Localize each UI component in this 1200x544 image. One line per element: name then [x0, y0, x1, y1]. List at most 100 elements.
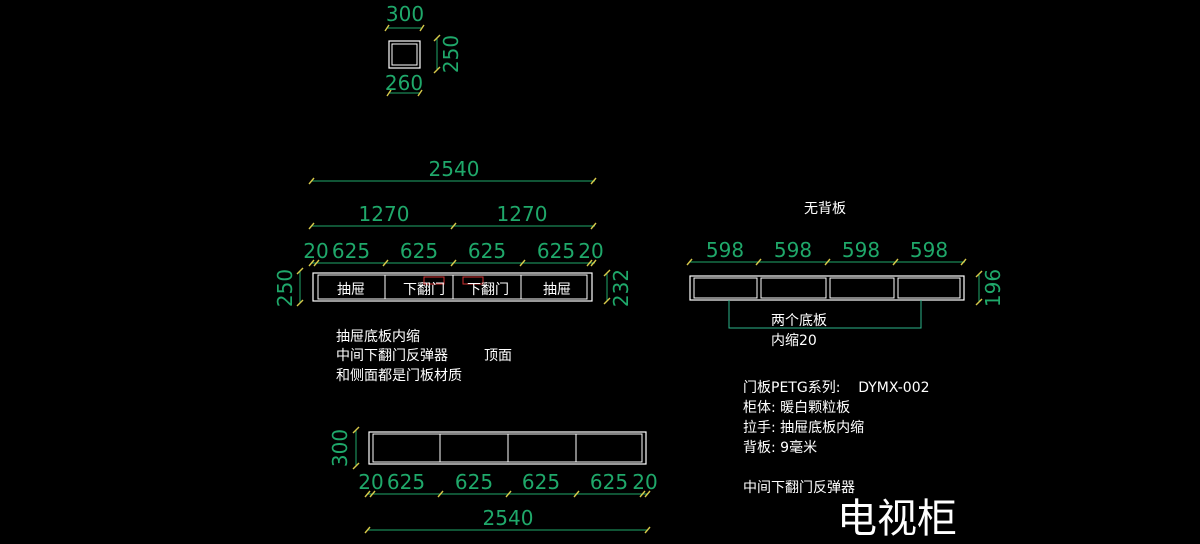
dim-tick	[639, 490, 646, 498]
notes-left-group: 抽屉底板内缩 中间下翻门反弹器 顶面 和侧面都是门板材质	[336, 329, 512, 384]
dim-tick	[433, 66, 441, 74]
front-cabinet-outline	[312, 272, 593, 302]
dim-tick	[590, 259, 597, 267]
back-cabinet-outline	[689, 275, 965, 301]
handle-mark	[462, 276, 484, 285]
dim-tick	[419, 24, 425, 32]
front-label-flap-left: 下翻门	[403, 282, 445, 298]
note-left-line2b: 顶面	[484, 348, 512, 364]
dim-tick	[437, 490, 444, 498]
spec-line3: 拉手: 抽屉底板内缩	[743, 420, 864, 436]
dim-tick	[352, 426, 360, 434]
back-compartment	[760, 277, 827, 299]
back-compartment	[829, 277, 895, 299]
back-note-line2: 内缩20	[771, 333, 817, 349]
bottom-cabinet-outline	[368, 431, 647, 465]
dim-tick	[603, 269, 611, 277]
front-height-right: 232	[609, 269, 633, 307]
front-half-right: 1270	[497, 202, 548, 226]
front-seg-4: 625	[537, 239, 575, 263]
dim-tick	[975, 270, 983, 278]
back-seg-1: 598	[774, 238, 812, 262]
bottom-seg-1: 625	[387, 470, 425, 494]
dim-tick	[384, 24, 390, 32]
handle-mark	[423, 276, 445, 285]
dim-tick	[450, 259, 457, 267]
dim-tick	[313, 259, 320, 267]
small-box-top-width: 300	[386, 2, 424, 26]
spec-line4: 背板: 9毫米	[743, 439, 817, 456]
dim-tick	[590, 177, 597, 185]
bottom-seg-3: 625	[522, 470, 560, 494]
dim-tick	[960, 258, 967, 266]
front-seg-1: 625	[332, 239, 370, 263]
dim-tick	[296, 299, 304, 307]
small-box-bottom-width: 260	[385, 71, 423, 95]
back-seg-3: 598	[910, 238, 948, 262]
back-compartment	[897, 277, 961, 299]
back-board-bracket	[728, 300, 922, 329]
dim-tick	[505, 490, 512, 498]
dim-tick	[450, 222, 457, 230]
front-elevation-group: 2540 1270 1270 20 625 625 625 625 20 抽屉	[273, 157, 633, 307]
front-height-left: 250	[273, 269, 297, 307]
back-height: 196	[981, 269, 1005, 307]
small-box-outline	[388, 40, 421, 69]
bottom-seg-0: 20	[358, 470, 383, 494]
spec-line5: 中间下翻门反弹器	[743, 480, 855, 496]
front-half-left: 1270	[359, 202, 410, 226]
front-seg-5: 20	[578, 239, 603, 263]
back-compartment	[693, 277, 758, 299]
dim-tick	[975, 298, 983, 306]
dim-tick	[308, 222, 315, 230]
front-seg-2: 625	[400, 239, 438, 263]
dim-tick	[686, 258, 693, 266]
dim-tick	[590, 222, 597, 230]
dim-tick	[433, 34, 441, 42]
bottom-seg-4: 625	[590, 470, 628, 494]
dim-tick	[386, 89, 392, 97]
front-label-drawer-right: 抽屉	[543, 282, 571, 298]
front-seg-3: 625	[468, 239, 506, 263]
back-seg-2: 598	[842, 238, 880, 262]
small-box-inner	[391, 43, 418, 66]
dim-tick	[586, 259, 593, 267]
dim-tick	[573, 490, 580, 498]
spec-line1: 门板PETG系列: DYMX-002	[743, 380, 930, 396]
dim-tick	[519, 259, 526, 267]
bottom-total-width: 2540	[483, 506, 534, 530]
dim-tick	[308, 259, 315, 267]
front-seg-0: 20	[303, 239, 328, 263]
drawing-title: 电视柜	[837, 496, 957, 542]
dim-tick	[603, 297, 611, 305]
front-label-flap-right: 下翻门	[467, 282, 509, 298]
dim-tick	[824, 258, 831, 266]
dim-tick	[352, 462, 360, 470]
spec-notes-group: 门板PETG系列: DYMX-002 柜体: 暖白颗粒板 拉手: 抽屉底板内缩 …	[743, 380, 930, 496]
small-box-height: 250	[439, 35, 463, 73]
dim-tick	[892, 258, 899, 266]
dim-tick	[308, 177, 315, 185]
note-left-line1: 抽屉底板内缩	[336, 329, 420, 345]
bottom-view-group: 300 20 625 625 625 625 20 2540	[328, 426, 658, 534]
dim-tick	[296, 267, 304, 275]
dim-tick	[364, 526, 371, 534]
back-seg-0: 598	[706, 238, 744, 262]
bottom-height: 300	[328, 429, 352, 467]
note-left-line2: 中间下翻门反弹器	[336, 348, 448, 364]
dim-tick	[644, 490, 651, 498]
dim-tick	[364, 490, 371, 498]
front-total-width: 2540	[429, 157, 480, 181]
back-title: 无背板	[804, 201, 846, 217]
bottom-seg-2: 625	[455, 470, 493, 494]
front-label-drawer-left: 抽屉	[337, 282, 365, 298]
dim-tick	[755, 258, 762, 266]
back-note-line1: 两个底板	[771, 313, 827, 329]
note-left-line3: 和侧面都是门板材质	[336, 368, 462, 384]
bottom-seg-5: 20	[632, 470, 657, 494]
dim-tick	[369, 490, 376, 498]
dim-tick	[644, 526, 651, 534]
back-view-group: 无背板 598 598 598 598 两个底板 内缩20 196	[686, 201, 1005, 349]
dim-tick	[417, 89, 423, 97]
